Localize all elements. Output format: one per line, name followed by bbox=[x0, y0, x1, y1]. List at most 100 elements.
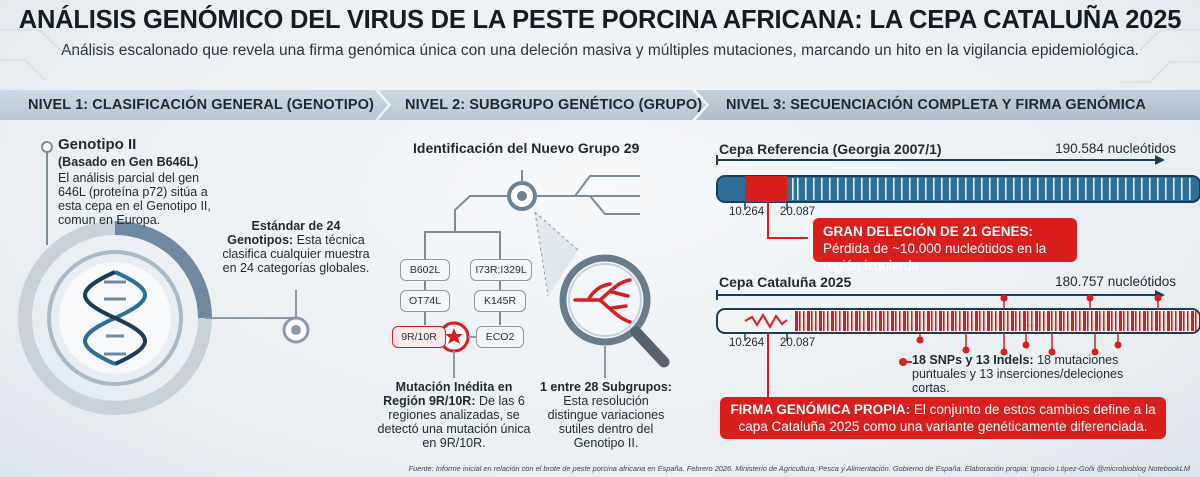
cat-stripe bbox=[795, 311, 798, 331]
cat-stripe bbox=[1091, 311, 1093, 331]
standard-block: Estándar de 24 Genotipos: Esta técnica c… bbox=[218, 219, 374, 275]
cat-stripe bbox=[1019, 311, 1021, 331]
dna-icon bbox=[83, 270, 147, 366]
group-heading: Identificación del Nuevo Grupo 29 bbox=[413, 140, 640, 156]
ref-stripe bbox=[917, 178, 919, 200]
cat-stripe bbox=[843, 311, 846, 331]
snp-dot bbox=[1086, 294, 1094, 302]
ref-stripe bbox=[1149, 178, 1151, 200]
mutation-block: Mutación Inédita en Región 9R/10R: De la… bbox=[377, 380, 531, 450]
cat-stripe bbox=[875, 311, 877, 331]
cat-stripe bbox=[1083, 311, 1086, 331]
marker-i73r: I73R:I329L bbox=[470, 259, 532, 281]
ref-stripe bbox=[877, 178, 879, 200]
ref-stripe bbox=[1013, 178, 1015, 200]
standard-title: Estándar de 24 Genotipos: bbox=[227, 219, 341, 247]
magnifier-icon bbox=[559, 254, 670, 368]
cat-stripe bbox=[1059, 311, 1062, 331]
ref-stripe bbox=[885, 178, 887, 200]
ref-stripe bbox=[1117, 178, 1119, 200]
snp-dot bbox=[1048, 348, 1056, 356]
snp-dot bbox=[1000, 294, 1008, 302]
snps-block: 18 SNPs y 13 Indels: 18 mutaciones puntu… bbox=[912, 353, 1148, 395]
ref-stripe bbox=[853, 178, 855, 200]
cat-stripe bbox=[859, 311, 861, 331]
marker-eco2: ECO2 bbox=[476, 326, 524, 348]
cat-stripe bbox=[1075, 311, 1077, 331]
ref-stripe bbox=[1085, 178, 1087, 200]
cat-stripe bbox=[979, 311, 981, 331]
cat-stripe bbox=[1047, 311, 1050, 331]
cat-stripe bbox=[1087, 311, 1089, 331]
genotype-text: El análisis parcial del gen 646L (proteí… bbox=[58, 171, 211, 227]
marker-9r10r: 9R/10R bbox=[392, 326, 446, 348]
cat-stripe bbox=[887, 311, 889, 331]
ref-stripe bbox=[965, 178, 967, 200]
ref-stripe bbox=[1165, 178, 1167, 200]
marker-ot74l: OT74L bbox=[400, 290, 450, 312]
ref-stripe bbox=[845, 178, 847, 200]
ref-stripe bbox=[1077, 178, 1079, 200]
cat-stripe bbox=[951, 311, 954, 331]
cat-stripe bbox=[1039, 311, 1041, 331]
ref-stripe bbox=[797, 178, 799, 200]
cat-stripe bbox=[1167, 311, 1170, 331]
cat-stripe bbox=[919, 311, 921, 331]
snp-dot bbox=[1022, 341, 1030, 349]
ref-genome-stripes bbox=[792, 178, 1191, 200]
ref-stripe bbox=[1069, 178, 1071, 200]
cat-stripe bbox=[807, 311, 810, 331]
cat-stripe bbox=[1043, 311, 1045, 331]
cat-stripe bbox=[1171, 311, 1173, 331]
ref-stripe bbox=[957, 178, 959, 200]
cat-genome-stripes bbox=[795, 311, 1197, 331]
cat-stripe bbox=[1003, 311, 1005, 331]
cat-strain-label: Cepa Cataluña 2025 bbox=[719, 274, 852, 290]
deletion-callout: GRAN DELECIÓN DE 21 GENES: Pérdida de ~1… bbox=[813, 218, 1077, 273]
ref-stripe bbox=[813, 178, 815, 200]
subgroups-title: 1 entre 28 Subgrupos: bbox=[540, 380, 672, 394]
snp-dot bbox=[1114, 341, 1122, 349]
snp-callout-dot bbox=[899, 358, 907, 366]
ref-stripe bbox=[821, 178, 823, 200]
signature-callout: FIRMA GENÓMICA PROPIA: El conjunto de es… bbox=[720, 397, 1166, 439]
cat-stripe bbox=[1151, 311, 1153, 331]
cat-stripe bbox=[1071, 311, 1074, 331]
snp-dot bbox=[962, 346, 970, 354]
ref-stripe bbox=[1037, 178, 1039, 200]
genotype-title: Genotipo II bbox=[58, 136, 137, 153]
cat-stripe bbox=[939, 311, 942, 331]
mutation-title: Mutación Inédita en Región 9R/10R: bbox=[383, 380, 513, 408]
snps-text: 18 mutaciones puntuales y 13 inserciones… bbox=[912, 353, 1124, 395]
marker-k145r: K145R bbox=[474, 290, 526, 312]
cat-stripe bbox=[839, 311, 841, 331]
level2-band bbox=[378, 90, 706, 120]
cat-length: 180.757 nucleótidos bbox=[1055, 274, 1176, 289]
deletion-title: GRAN DELECIÓN DE 21 GENES: bbox=[823, 224, 1034, 239]
marker-b602l: B602L bbox=[400, 259, 450, 281]
cat-stripe bbox=[1023, 311, 1026, 331]
cat-stripe bbox=[1131, 311, 1134, 331]
cat-stripe bbox=[1031, 311, 1033, 331]
cat-tick-end: 20.087 bbox=[780, 337, 816, 349]
cat-stripe bbox=[823, 311, 825, 331]
snp-markers bbox=[899, 294, 1162, 366]
cat-stripe bbox=[1111, 311, 1113, 331]
snp-dot bbox=[916, 336, 924, 344]
cat-stripe bbox=[1115, 311, 1117, 331]
ref-stripe bbox=[1133, 178, 1135, 200]
cat-stripe bbox=[871, 311, 873, 331]
cat-stripe bbox=[903, 311, 906, 331]
cat-stripe bbox=[1195, 311, 1197, 331]
subgroups-block: 1 entre 28 Subgrupos: Esta resolución di… bbox=[540, 380, 672, 450]
snp-dot bbox=[1154, 294, 1162, 302]
cat-stripe bbox=[819, 311, 822, 331]
cat-stripe bbox=[895, 311, 897, 331]
cat-stripe bbox=[879, 311, 882, 331]
ref-stripe bbox=[1005, 178, 1007, 200]
page-subtitle: Análisis escalonado que revela una firma… bbox=[61, 42, 1139, 59]
cat-stripe bbox=[967, 311, 969, 331]
cat-stripe bbox=[855, 311, 858, 331]
